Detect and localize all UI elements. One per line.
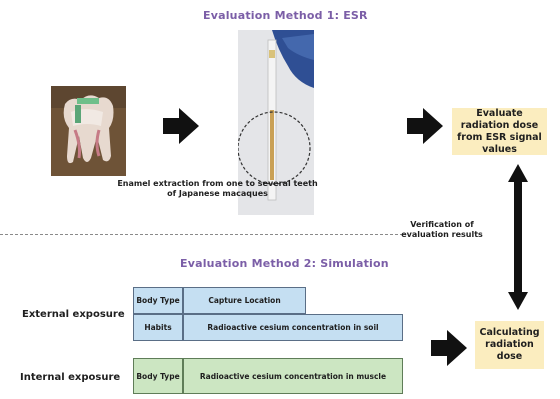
cell-text: Habits [144, 323, 172, 332]
right-arrow-icon [163, 108, 199, 144]
cell-text: Body Type [136, 296, 180, 305]
tooth-image [51, 86, 126, 176]
double-headed-arrow-icon [508, 164, 528, 310]
dashed-divider [0, 234, 403, 235]
method2-title: Evaluation Method 2: Simulation [180, 257, 389, 270]
external-exposure-label: External exposure [22, 309, 125, 320]
esr-tube-image [238, 30, 314, 215]
right-arrow-icon [431, 330, 467, 366]
cesium-muscle-cell: Radioactive cesium concentration in musc… [183, 358, 403, 394]
capture-location-cell: Capture Location [183, 287, 306, 314]
enamel-extraction-caption: Enamel extraction from one to several te… [117, 179, 318, 198]
internal-exposure-label: Internal exposure [20, 372, 121, 383]
cesium-soil-cell: Radioactive cesium concentration in soil [183, 314, 403, 341]
simulation-result-box: Calculating radiation dose [475, 321, 544, 369]
right-arrow-icon [407, 108, 443, 144]
cell-text: Radioactive cesium concentration in soil [207, 323, 379, 332]
syringe-photo [238, 30, 314, 215]
method1-title: Evaluation Method 1: ESR [203, 9, 368, 22]
simulation-result-text: Calculating radiation dose [479, 327, 540, 362]
tooth-photo [51, 86, 126, 176]
esr-result-text: Evaluate radiation dose from ESR signal … [457, 107, 542, 155]
cell-text: Radioactive cesium concentration in musc… [199, 371, 387, 381]
esr-result-box: Evaluate radiation dose from ESR signal … [452, 108, 547, 155]
cell-text: Body Type [136, 371, 180, 381]
internal-body-type-cell: Body Type [133, 358, 183, 394]
habits-cell: Habits [133, 314, 183, 341]
verification-caption: Verification of evaluation results [401, 220, 483, 239]
cell-text: Capture Location [208, 296, 281, 305]
external-body-type-cell: Body Type [133, 287, 183, 314]
